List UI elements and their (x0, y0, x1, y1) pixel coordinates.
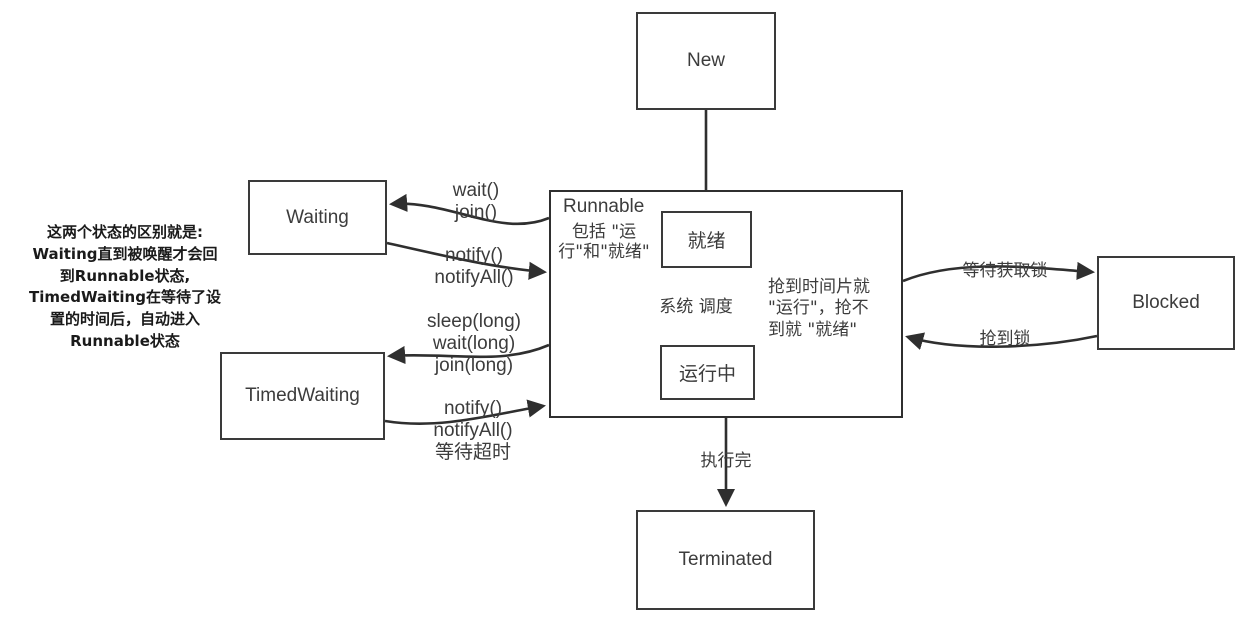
node-waiting-label: Waiting (286, 206, 349, 228)
node-running-label: 运行中 (678, 364, 736, 385)
node-runnable-title: Runnable (563, 196, 645, 217)
edge-label-runnable-to-blocked: 等待获取锁 (962, 261, 1048, 281)
node-new-label: New (686, 50, 725, 71)
node-new[interactable]: New (636, 12, 776, 110)
node-terminated[interactable]: Terminated (636, 510, 815, 610)
node-ready[interactable]: 就绪 (661, 211, 752, 268)
edge-label-blocked-to-runnable: 抢到锁 (979, 329, 1031, 349)
node-running[interactable]: 运行中 (660, 345, 755, 400)
node-blocked[interactable]: Blocked (1097, 256, 1235, 350)
node-waiting[interactable]: Waiting (248, 180, 387, 255)
node-timed-waiting[interactable]: TimedWaiting (220, 352, 385, 440)
node-blocked-label: Blocked (1132, 292, 1200, 313)
edge-label-runnable-to-waiting: wait() join() (452, 180, 500, 223)
node-runnable-caption: 包括 "运 行"和"就绪" (558, 222, 650, 263)
edge-label-timedwaiting-to-runnable: notify() notifyAll() 等待超时 (433, 398, 513, 463)
runnable-inner-note: 抢到时间片就 "运行"，抢不 到就 "就绪" (768, 277, 870, 340)
left-explanation-note: 这两个状态的区别就是: Waiting直到被唤醒才会回 到Runnable状态,… (29, 223, 221, 350)
node-ready-label: 就绪 (687, 231, 726, 252)
edge-label-runnable-to-timedwaiting: sleep(long) wait(long) join(long) (427, 311, 521, 376)
edge-label-scheduler: 系统 调度 (659, 297, 733, 317)
edge-label-runnable-to-terminated: 执行完 (700, 451, 752, 471)
node-timed-waiting-label: TimedWaiting (245, 385, 360, 406)
edge-label-waiting-to-runnable: notify() notifyAll() (434, 245, 514, 288)
node-terminated-label: Terminated (678, 549, 773, 570)
